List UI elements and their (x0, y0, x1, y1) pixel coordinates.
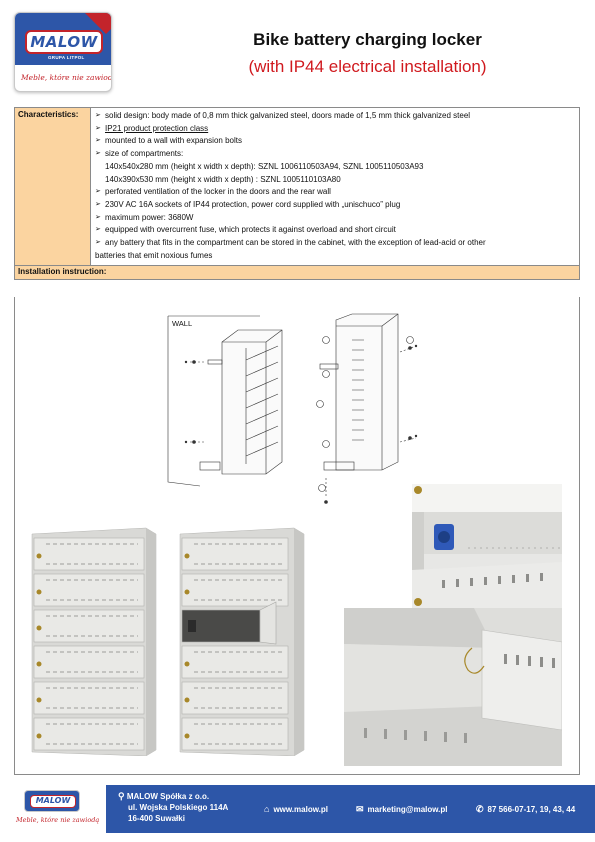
email-link[interactable]: ✉ marketing@malow.pl (356, 804, 448, 814)
footer-contact-bar: ⚲ MALOW Spółka z o.o. ul. Wojska Polskie… (106, 785, 595, 833)
arrow-bullet-icon: ➢ (95, 239, 101, 247)
installation-diagram: WALL (167, 313, 418, 504)
socket-icon (188, 620, 196, 632)
phone-icon: ✆ (476, 804, 484, 814)
vent-slots (46, 543, 138, 745)
list-item: ➢perforated ventilation of the locker in… (95, 186, 574, 199)
installation-row: Installation instruction: (15, 266, 579, 280)
list-item: ➢any battery that fits in the compartmen… (95, 237, 574, 250)
bracket-bottom-left (199, 461, 221, 471)
cabinet-left-body (221, 329, 283, 475)
lock-icon (414, 486, 422, 494)
cabinet-right-perforations (352, 339, 364, 441)
socket-closeup-photo (412, 484, 562, 612)
footer-logo: MALOW Meble, które nie zawiodą (14, 788, 99, 834)
list-item-continuation: batteries that emit noxious fumes (95, 250, 213, 260)
installation-label: Installation instruction: (18, 267, 107, 279)
open-door (259, 601, 277, 645)
characteristics-list: ➢solid design: body made of 0,8 mm thick… (91, 108, 579, 265)
lock-icons (36, 553, 42, 739)
size-line: 140x540x280 mm (height x width x depth):… (105, 161, 424, 171)
callout-circle (318, 484, 326, 492)
footer-slogan: Meble, które nie zawiodą (16, 816, 100, 824)
page-subtitle: (with IP44 electrical installation) (248, 57, 487, 76)
logo-wordmark: MALOW (25, 30, 103, 54)
characteristics-row: Characteristics: ➢solid design: body mad… (15, 108, 579, 267)
arrow-bullet-icon: ➢ (95, 137, 101, 145)
bracket-top-right (319, 363, 339, 370)
website-link[interactable]: ⌂ www.malow.pl (264, 804, 328, 814)
logo-slogan: Meble, które nie zawiodą (21, 73, 112, 82)
arrow-bullet-icon: ➢ (95, 112, 101, 119)
callout-circle (322, 336, 330, 344)
bracket-top-left (207, 359, 223, 365)
list-item: ➢solid design: body made of 0,8 mm thick… (95, 110, 574, 123)
wall-label: WALL (172, 319, 192, 328)
callout-circle (316, 400, 324, 408)
list-item: ➢maximum power: 3680W (95, 212, 574, 225)
callout-circle (406, 336, 414, 344)
protection-class-link[interactable]: IP21 product protection class (105, 123, 209, 133)
bolt-icons (184, 344, 418, 504)
spec-table: Characteristics: ➢solid design: body mad… (14, 107, 580, 281)
callout-circle (322, 370, 330, 378)
company-address: ⚲ MALOW Spółka z o.o. ul. Wojska Polskie… (118, 791, 228, 824)
wall-outline (167, 316, 201, 487)
list-item: ➢230V AC 16A sockets of IP44 protection,… (95, 199, 574, 212)
footer-logo-mark: MALOW (24, 790, 80, 812)
compartment-open-photo (344, 608, 562, 766)
list-item: ➢equipped with overcurrent fuse, which p… (95, 224, 574, 237)
logo-subtext: GRUPA LITPOL (48, 55, 85, 60)
list-item: ➢size of compartments: (95, 148, 574, 161)
power-cord (464, 647, 485, 674)
arrow-bullet-icon: ➢ (95, 124, 101, 132)
arrow-bullet-icon: ➢ (95, 226, 101, 234)
locker-closed-photo (31, 527, 157, 756)
company-city: 16-400 Suwałki (128, 814, 185, 823)
locker-doors (33, 537, 145, 751)
company-name: ⚲ MALOW Spółka z o.o. (118, 791, 210, 801)
company-street: ul. Wojska Polskiego 114A (128, 803, 229, 812)
list-item: ➢ IP21 product protection class (95, 123, 574, 136)
location-pin-icon: ⚲ (118, 791, 125, 801)
mail-icon: ✉ (356, 804, 364, 814)
arrow-bullet-icon: ➢ (95, 200, 101, 208)
arrow-bullet-icon: ➢ (95, 213, 101, 221)
page-title: Bike battery charging locker (253, 30, 482, 49)
characteristics-label: Characteristics: (15, 108, 91, 266)
home-icon: ⌂ (264, 804, 270, 814)
arrow-bullet-icon: ➢ (95, 150, 101, 158)
callout-circle (322, 440, 330, 448)
size-line: 140x390x530 mm (height x width x depth) … (105, 174, 341, 184)
malow-logo: MALOW GRUPA LITPOL Meble, które nie zawi… (14, 12, 112, 92)
cabinet-left-shelves (245, 345, 279, 457)
phone-number[interactable]: ✆ 87 566-07-17, 19, 43, 44 (476, 804, 576, 814)
installation-area (14, 297, 580, 775)
open-door (481, 629, 562, 731)
cabinet-right-body (335, 313, 399, 471)
bracket-bottom-right (323, 461, 355, 471)
list-item: ➢mounted to a wall with expansion bolts (95, 135, 574, 148)
footer-logo-wordmark: MALOW (30, 795, 76, 808)
locker-open-photo (179, 527, 305, 756)
arrow-bullet-icon: ➢ (95, 188, 101, 196)
